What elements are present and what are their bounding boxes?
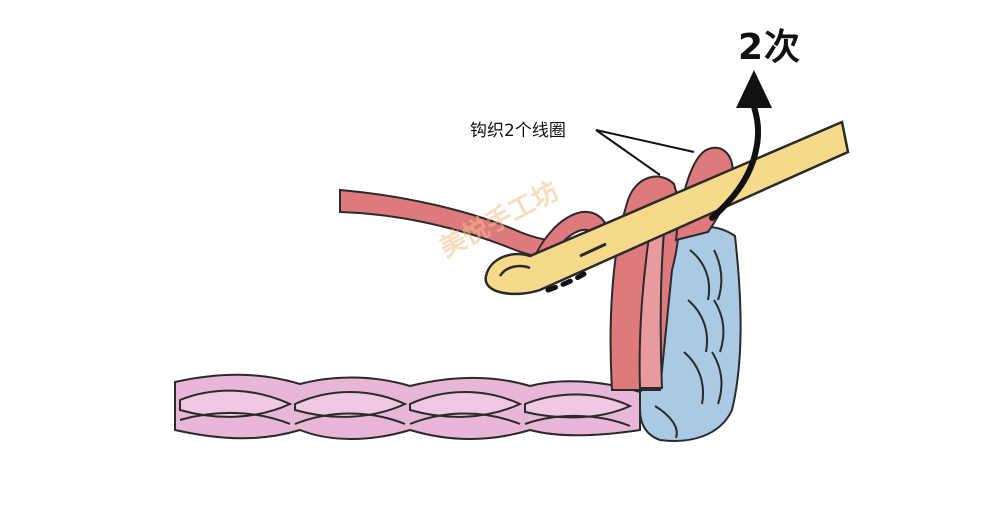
loops-callout-lines: [595, 129, 695, 176]
repeat-count-label: 2次: [738, 27, 802, 68]
foundation-chain: [174, 373, 641, 440]
loops-callout-label: 钩织2个线圈: [470, 121, 566, 141]
dashed-yarn-path: [545, 271, 587, 293]
stitch-column: [639, 225, 742, 442]
crochet-hook: [484, 120, 850, 296]
pull-through-arrow: [709, 70, 772, 221]
